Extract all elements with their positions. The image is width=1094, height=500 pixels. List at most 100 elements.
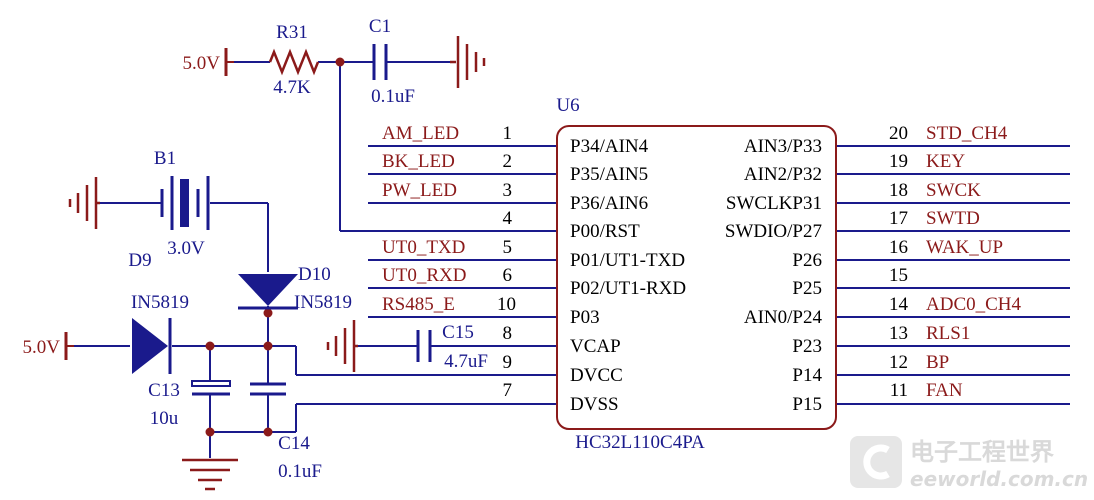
pin-number: 20 bbox=[889, 123, 908, 144]
pin-number: 4 bbox=[503, 208, 513, 229]
pin-name: DVCC bbox=[570, 365, 623, 386]
c14-value: 0.1uF bbox=[278, 461, 322, 482]
capacitor-c13 bbox=[191, 380, 231, 396]
chip-ref: U6 bbox=[556, 95, 579, 116]
pin-name: SWCLKP31 bbox=[726, 193, 822, 214]
d10-value: IN5819 bbox=[294, 292, 352, 313]
pin-name: VCAP bbox=[570, 336, 621, 357]
pin-number: 2 bbox=[503, 151, 513, 172]
b1-ref: B1 bbox=[154, 148, 176, 169]
left-pin-9: 9 DVCC bbox=[503, 352, 623, 386]
c15-value: 4.7uF bbox=[444, 351, 488, 372]
net-label: UT0_TXD bbox=[382, 237, 465, 258]
left-pin-6: UT0_RXD 6 P02/UT1-RXD bbox=[382, 265, 686, 299]
pin-name: P15 bbox=[792, 394, 822, 415]
pin-number: 6 bbox=[503, 265, 513, 286]
net-label: BK_LED bbox=[382, 151, 455, 172]
watermark-logo-icon bbox=[850, 436, 902, 488]
c13-value: 10u bbox=[150, 408, 179, 429]
watermark-en: eeworld.com.cn bbox=[910, 467, 1088, 491]
c1-ref: C1 bbox=[369, 16, 391, 37]
chip-part-number: HC32L110C4PA bbox=[575, 432, 705, 453]
right-pin-12: P14 12 BP bbox=[792, 352, 949, 386]
power-flag-top bbox=[224, 48, 234, 76]
diode-d10 bbox=[238, 274, 298, 310]
right-pin-17: SWDIO/P27 17 SWTD bbox=[725, 208, 980, 242]
left-pin-8: 8 VCAP bbox=[503, 323, 621, 357]
left-pin-2: BK_LED 2 P35/AIN5 bbox=[382, 151, 648, 185]
net-label: ADC0_CH4 bbox=[926, 294, 1022, 315]
left-pin-5: UT0_TXD 5 P01/UT1-TXD bbox=[382, 237, 685, 271]
left-pin-3: PW_LED 3 P36/AIN6 bbox=[382, 180, 648, 214]
net-label: SWTD bbox=[926, 208, 980, 229]
net-label: BP bbox=[926, 352, 949, 373]
junction-dots bbox=[205, 57, 345, 437]
pin-name: P25 bbox=[792, 278, 822, 299]
pin-name: P00/RST bbox=[570, 221, 640, 242]
c14-ref: C14 bbox=[278, 433, 310, 454]
right-pin-18: SWCLKP31 18 SWCK bbox=[726, 180, 981, 214]
capacitor-c15 bbox=[416, 330, 432, 362]
left-pin-7: 7 DVSS bbox=[503, 380, 619, 415]
pin-name: P35/AIN5 bbox=[570, 164, 648, 185]
net-label: KEY bbox=[926, 151, 965, 172]
left-pin-10: RS485_E 10 P03 bbox=[382, 294, 600, 328]
pin-number: 3 bbox=[503, 180, 513, 201]
right-pin-19: AIN2/P32 19 KEY bbox=[744, 151, 965, 185]
right-pin-13: P23 13 RLS1 bbox=[792, 323, 970, 357]
pin-number: 9 bbox=[503, 352, 513, 373]
c13-ref: C13 bbox=[148, 380, 180, 401]
pin-name: P34/AIN4 bbox=[570, 136, 649, 157]
wires bbox=[68, 61, 1070, 458]
right-pin-15: P25 15 bbox=[792, 265, 908, 299]
watermark-cn: 电子工程世界 bbox=[910, 438, 1054, 466]
pin-number: 16 bbox=[889, 237, 908, 258]
ground-symbol-b1 bbox=[68, 177, 100, 229]
c15-ref: C15 bbox=[442, 322, 474, 343]
right-pin-14: AIN0/P24 14 ADC0_CH4 bbox=[744, 294, 1022, 328]
pin-number: 1 bbox=[503, 123, 513, 144]
power-label-top: 5.0V bbox=[183, 53, 221, 74]
pin-number: 13 bbox=[889, 323, 908, 344]
d9-value: IN5819 bbox=[131, 292, 189, 313]
pin-name: AIN3/P33 bbox=[744, 136, 822, 157]
diode-d9 bbox=[132, 318, 172, 374]
pin-name: P03 bbox=[570, 307, 600, 328]
net-label: SWCK bbox=[926, 180, 981, 201]
right-pin-20: AIN3/P33 20 STD_CH4 bbox=[744, 123, 1008, 157]
pin-name: P23 bbox=[792, 336, 822, 357]
r31-value: 4.7K bbox=[273, 77, 311, 98]
net-label: AM_LED bbox=[382, 123, 459, 144]
pin-name: P26 bbox=[792, 250, 822, 271]
capacitor-c14 bbox=[250, 382, 286, 396]
pin-number: 19 bbox=[889, 151, 908, 172]
pin-number: 11 bbox=[890, 380, 908, 401]
r31-ref: R31 bbox=[276, 22, 308, 43]
left-pin-4: 4 P00/RST bbox=[503, 208, 641, 242]
pin-name: AIN2/P32 bbox=[744, 164, 822, 185]
net-label: RLS1 bbox=[926, 323, 970, 344]
right-pin-11: P15 11 FAN bbox=[792, 380, 962, 415]
pin-number: 15 bbox=[889, 265, 908, 286]
watermark: 电子工程世界 eeworld.com.cn bbox=[850, 436, 1088, 491]
pin-name: SWDIO/P27 bbox=[725, 221, 822, 242]
left-pin-1: AM_LED 1 P34/AIN4 bbox=[382, 123, 649, 157]
right-pin-16: P26 16 WAK_UP bbox=[792, 237, 1003, 271]
b1-value: 3.0V bbox=[167, 238, 205, 259]
pin-number: 18 bbox=[889, 180, 908, 201]
net-label: FAN bbox=[926, 380, 963, 401]
c1-value: 0.1uF bbox=[371, 86, 415, 107]
chip-u6-body bbox=[556, 125, 837, 430]
net-label: PW_LED bbox=[382, 180, 457, 201]
pin-name: P01/UT1-TXD bbox=[570, 250, 685, 271]
capacitor-c1 bbox=[372, 44, 388, 80]
ground-symbol-c15 bbox=[326, 320, 358, 372]
resistor-r31 bbox=[268, 48, 320, 76]
pin-name: P14 bbox=[792, 365, 822, 386]
pin-number: 12 bbox=[889, 352, 908, 373]
pin-name: AIN0/P24 bbox=[744, 307, 823, 328]
battery-b1 bbox=[160, 176, 210, 230]
d10-ref: D10 bbox=[298, 264, 331, 285]
ground-symbol-c1 bbox=[450, 36, 486, 88]
